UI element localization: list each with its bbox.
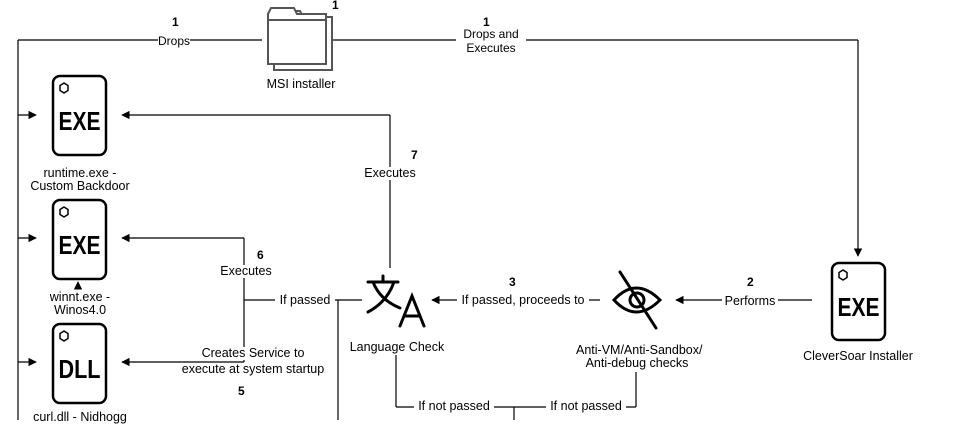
cleversoar-exe-icon: EXE [830, 261, 887, 342]
performs-label: Performs [722, 295, 778, 308]
not-passed-label-1: If not passed [414, 400, 494, 413]
folder-icon [267, 7, 333, 71]
executes-7-label: Executes [358, 167, 422, 180]
creates-service-label-line2: execute at system startup [176, 363, 330, 376]
winnt-label-line1: winnt.exe - [49, 290, 111, 304]
proceeds-step-number: 3 [509, 275, 516, 289]
runtime-label-line1: runtime.exe - [43, 166, 117, 180]
msi-step-number: 1 [332, 0, 339, 12]
svg-text:EXE: EXE [59, 230, 101, 260]
msi-installer-label: MSI installer [266, 77, 336, 91]
executes-6-step-number: 6 [257, 248, 264, 262]
runtime-exe-icon: EXE [51, 74, 108, 157]
svg-text:EXE: EXE [838, 292, 880, 322]
creates-service-label-line1: Creates Service to [176, 347, 330, 360]
executes-7-step-number: 7 [411, 148, 418, 162]
antivm-label-line2: Anti-debug checks [585, 356, 689, 370]
executes-7-edge [121, 110, 391, 268]
curl-label: curl.dll - Nidhogg [33, 410, 127, 424]
drops-executes-edge [332, 39, 863, 257]
drops-edge [17, 39, 262, 420]
executes-6-label: Executes [216, 265, 276, 278]
svg-text:EXE: EXE [59, 106, 101, 136]
winnt-label-line2: Winos4.0 [53, 303, 107, 317]
translate-icon [366, 274, 426, 328]
eye-slash-icon [611, 270, 663, 330]
proceeds-label: If passed, proceeds to [457, 294, 589, 307]
performs-step-number: 2 [747, 275, 754, 289]
language-check-label: Language Check [349, 340, 445, 354]
creates-service-step-number: 5 [238, 384, 245, 398]
winnt-exe-icon: EXE [51, 198, 108, 281]
drops-executes-label-line1: Drops and [456, 28, 526, 41]
drops-executes-step-number: 1 [483, 15, 490, 29]
drops-label: Drops [158, 34, 191, 48]
antivm-label-line1: Anti-VM/Anti-Sandbox/ [576, 343, 703, 357]
not-passed-label-2: If not passed [546, 400, 626, 413]
drops-step-number: 1 [172, 15, 179, 29]
drops-executes-label-line2: Executes [456, 42, 526, 55]
runtime-label-line2: Custom Backdoor [30, 179, 130, 193]
svg-text:DLL: DLL [59, 354, 101, 384]
if-passed-label: If passed [275, 294, 335, 307]
curl-dll-icon: DLL [51, 322, 108, 405]
cleversoar-label: CleverSoar Installer [803, 349, 913, 363]
